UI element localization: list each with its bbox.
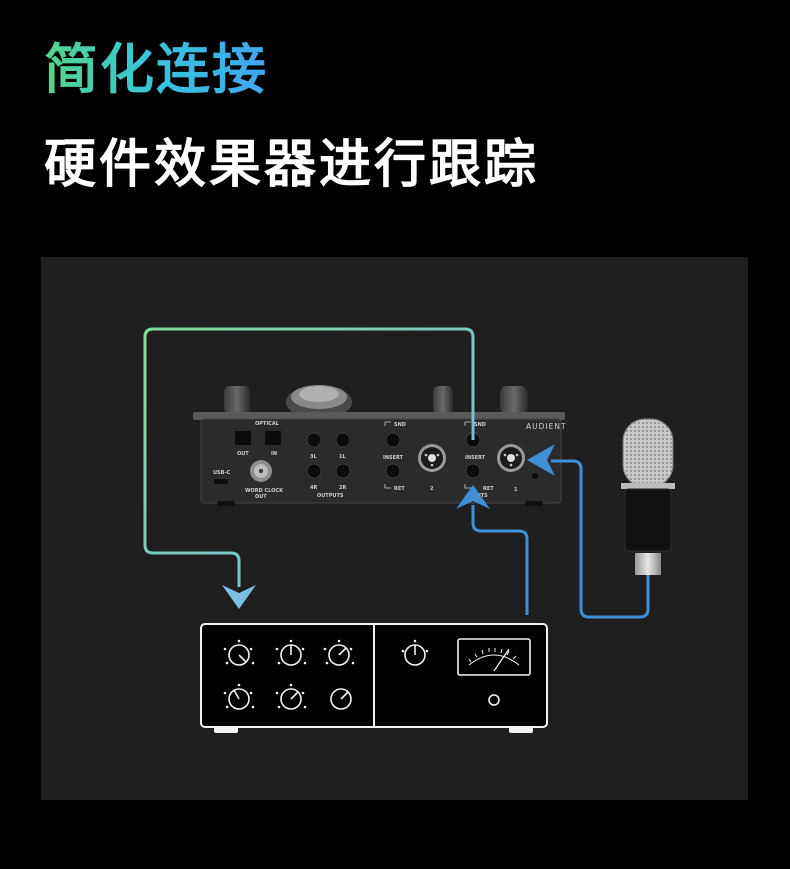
insert-send-jack-ch2	[385, 432, 401, 448]
send-cable-line	[143, 327, 475, 587]
outboard-processor-icon	[200, 623, 548, 733]
channel-2-label: 2	[430, 486, 434, 492]
return-cable	[456, 485, 529, 615]
page-title: 简化连接	[44, 38, 268, 101]
return-cable-line	[471, 505, 529, 615]
output-jack	[335, 463, 351, 479]
word-clock-label: WORD CLOCK	[245, 488, 284, 494]
audio-interface: OPTICAL OUT IN USB-C WORD CLOCK OUT 3L 1…	[193, 385, 567, 506]
usb-label: USB-C	[213, 470, 231, 476]
connection-diagram-panel: OPTICAL OUT IN USB-C WORD CLOCK OUT 3L 1…	[41, 257, 748, 800]
word-clock-out-label: OUT	[255, 494, 267, 500]
interface-knob	[500, 386, 528, 414]
usb-c-port	[214, 479, 228, 484]
output-2r-label: 2R	[339, 485, 346, 491]
return-label-ch2: RET	[394, 486, 405, 492]
interface-knob	[433, 386, 453, 414]
output-3l-label: 3L	[310, 454, 317, 460]
mic-cable	[527, 444, 650, 619]
send-label-ch1: SND	[474, 422, 486, 428]
microphone-icon	[621, 418, 675, 575]
insert-label-ch1: INSERT	[465, 455, 486, 461]
optical-in-label: IN	[271, 451, 277, 457]
output-jack	[335, 432, 351, 448]
page-subtitle: 硬件效果器进行跟踪	[44, 135, 540, 195]
return-arrow-icon	[456, 485, 490, 509]
send-label-ch2: SND	[394, 422, 406, 428]
vu-meter-icon	[457, 638, 531, 676]
output-4r-label: 4R	[310, 485, 317, 491]
optical-in-port	[265, 431, 281, 445]
outputs-label: OUTPUTS	[317, 493, 344, 499]
output-jack	[306, 432, 322, 448]
mic-arrow-icon	[527, 444, 555, 476]
send-arrow-icon	[222, 585, 256, 609]
channel-1-label: 1	[514, 487, 518, 493]
send-cable	[143, 327, 475, 609]
insert-return-jack-ch2	[385, 463, 401, 479]
brand-label: AUDIENT	[526, 422, 567, 431]
interface-knob	[224, 386, 250, 414]
output-jack	[306, 463, 322, 479]
connection-diagram: OPTICAL OUT IN USB-C WORD CLOCK OUT 3L 1…	[143, 327, 675, 733]
return-label-ch1: RET	[483, 486, 494, 492]
insert-return-jack-ch1	[465, 463, 481, 479]
optical-out-label: OUT	[237, 451, 249, 457]
output-1l-label: 1L	[339, 454, 346, 460]
insert-label-ch2: INSERT	[383, 455, 404, 461]
optical-out-port	[235, 431, 251, 445]
mic-cable-line	[551, 459, 650, 619]
optical-label: OPTICAL	[255, 421, 280, 427]
